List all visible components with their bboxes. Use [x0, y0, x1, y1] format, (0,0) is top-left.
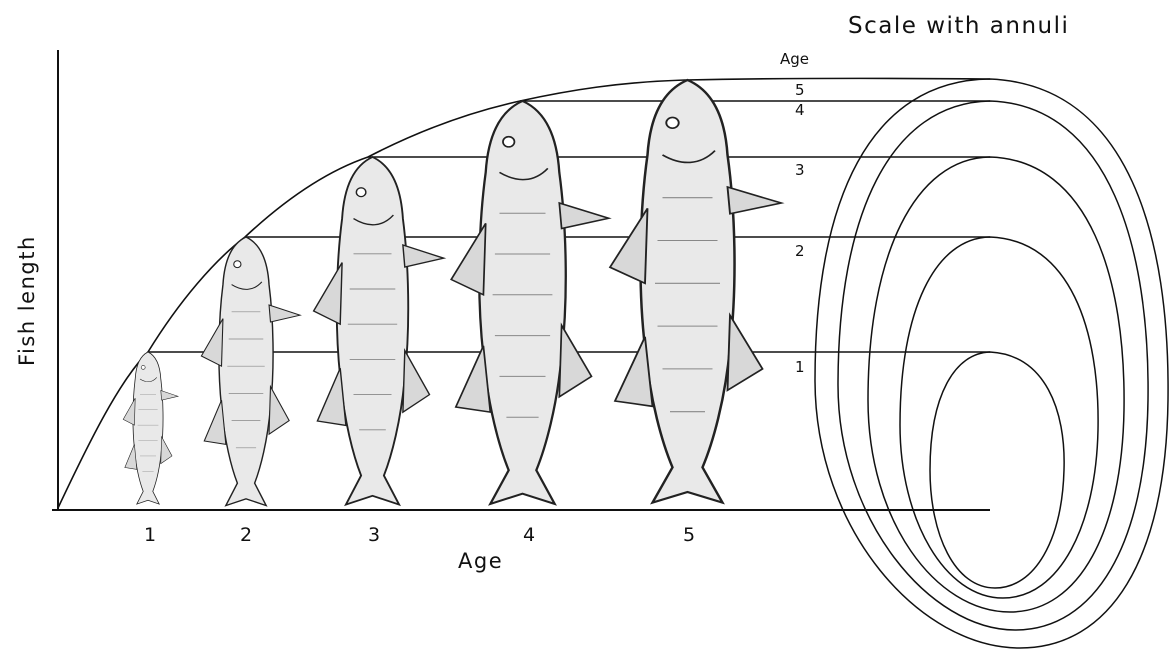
x-tick-4: 4 — [523, 524, 535, 546]
x-axis-label: Age — [458, 549, 503, 573]
annulus-label-3: 3 — [795, 161, 805, 179]
scale-age-header: Age — [780, 50, 809, 68]
annulus-3 — [868, 157, 1124, 612]
scale-annuli — [815, 79, 1168, 648]
annulus-2 — [900, 237, 1098, 598]
y-axis-label: Fish length — [15, 235, 39, 366]
fish-age-4 — [451, 101, 609, 504]
annulus-1 — [930, 352, 1064, 588]
fish-age-5 — [610, 80, 781, 503]
annulus-label-5: 5 — [795, 81, 805, 99]
annulus-label-4: 4 — [795, 101, 805, 119]
fish-age-2 — [201, 237, 300, 506]
x-tick-2: 2 — [240, 524, 252, 546]
x-tick-1: 1 — [144, 524, 156, 546]
x-tick-3: 3 — [368, 524, 380, 546]
annulus-label-2: 2 — [795, 242, 805, 260]
fish-age-3 — [314, 157, 444, 505]
fish-age-1 — [123, 352, 178, 504]
annulus-4 — [838, 101, 1148, 630]
annulus-label-1: 1 — [795, 358, 805, 376]
diagram-title: Scale with annuli — [848, 13, 1069, 39]
x-tick-5: 5 — [683, 524, 695, 546]
